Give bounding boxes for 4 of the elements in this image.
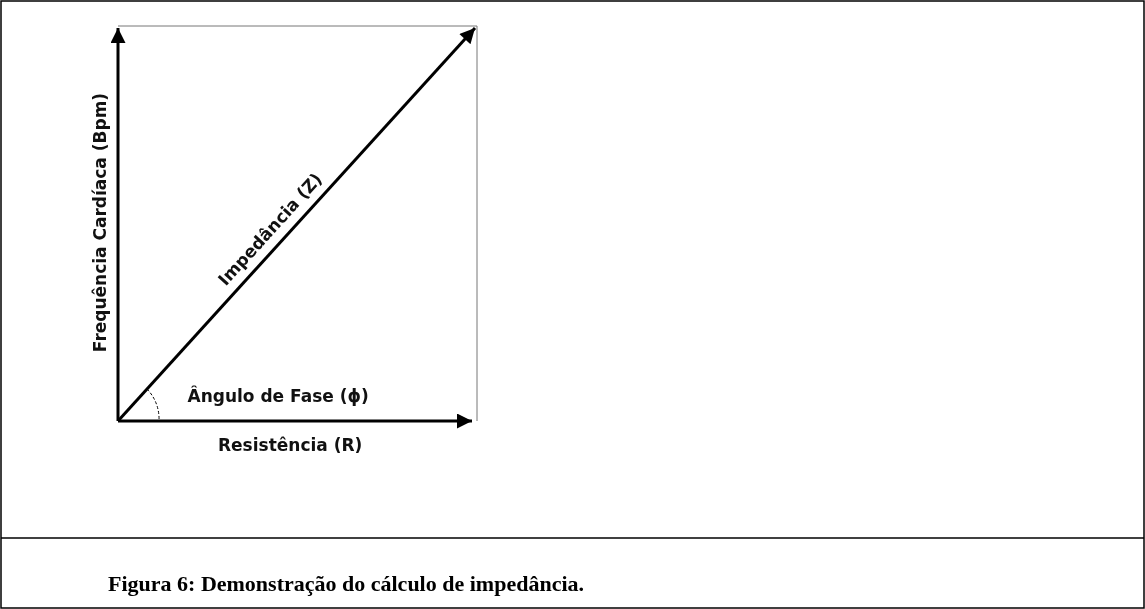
angle-label: Ângulo de Fase (ϕ) (187, 387, 369, 405)
figure-caption: Figura 6: Demonstração do cálculo de impedância. (108, 573, 585, 595)
axis-label: Frequência Cardíaca (Bpm) (91, 92, 109, 352)
axis-label: Resistência (R) (218, 436, 363, 454)
